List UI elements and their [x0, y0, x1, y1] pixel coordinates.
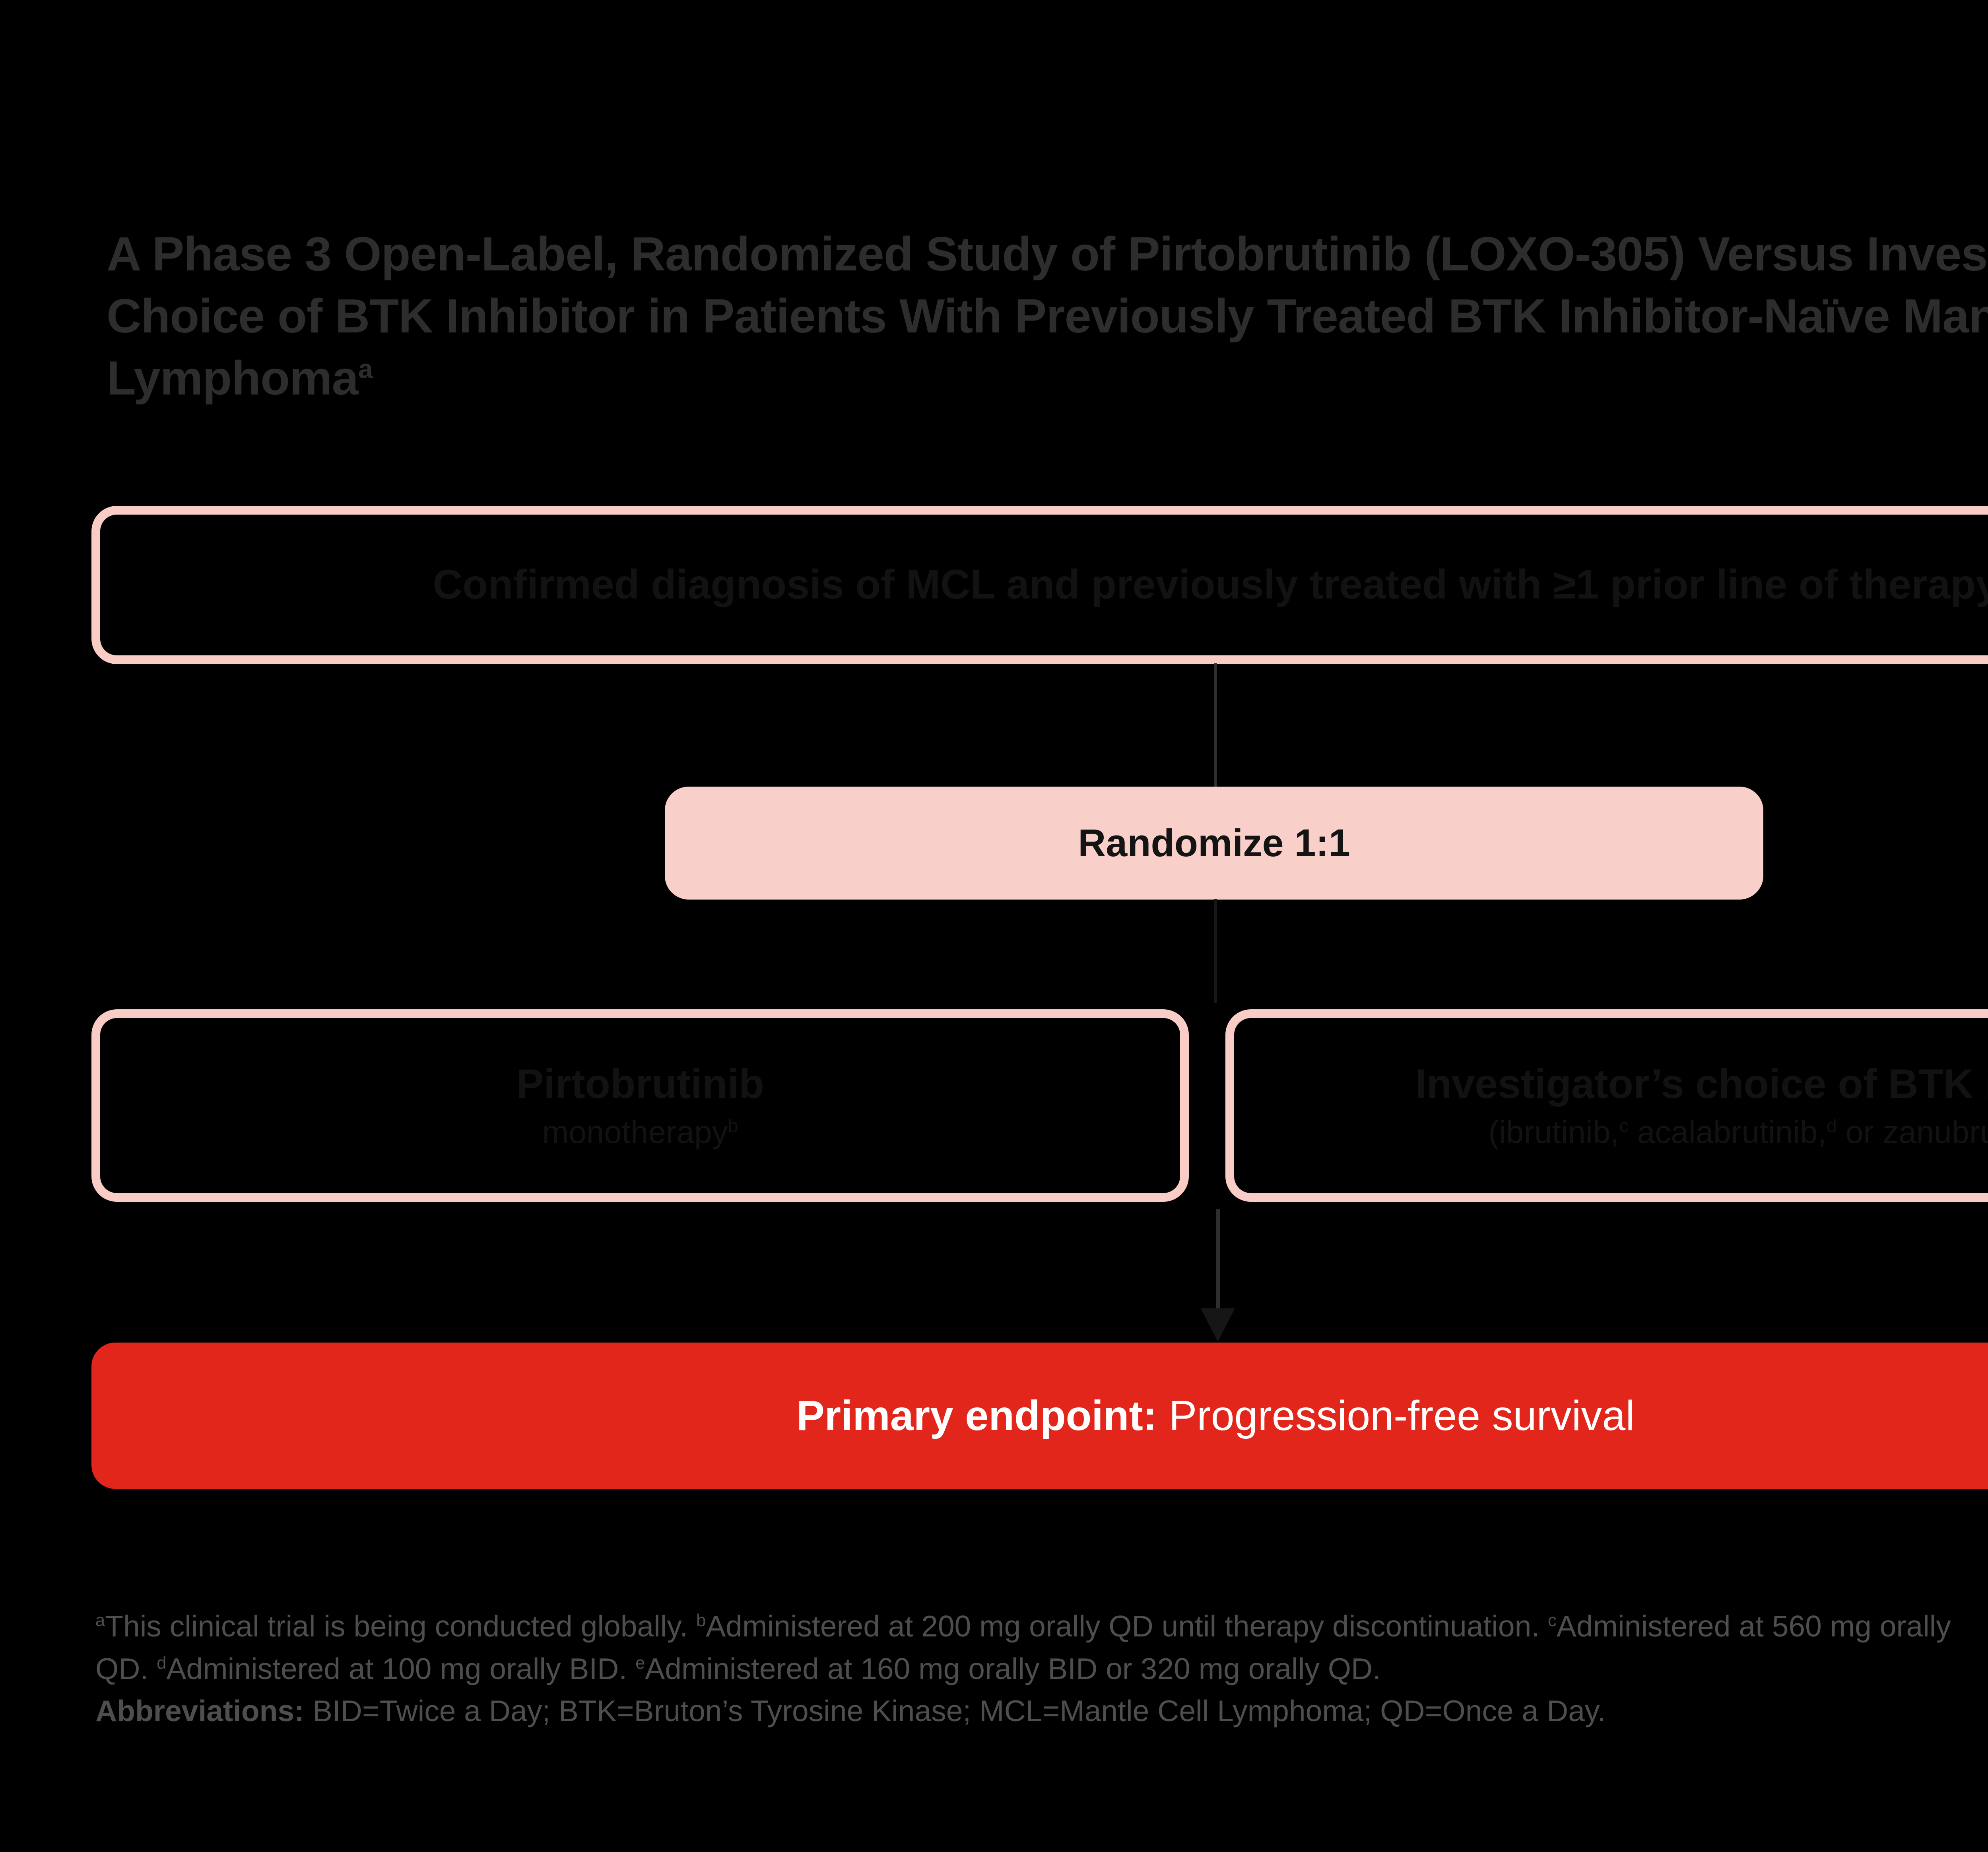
connector-randomize-to-arms [1214, 899, 1217, 1003]
arm-pirtobrutinib-box: Pirtobrutinib monotherapyb [91, 1009, 1189, 1202]
down-arrow-icon [1201, 1308, 1235, 1342]
footnote-abbreviations: Abbreviations: BID=Twice a Day; BTK=Brut… [95, 1694, 1606, 1728]
eligibility-box-label: Confirmed diagnosis of MCL and previousl… [433, 562, 1988, 608]
footnote-line-1: aThis clinical trial is being conducted … [95, 1609, 1951, 1643]
arm-investigator-choice-label-line1: Investigator’s choice of BTK inhibitor [1415, 1061, 1988, 1108]
footnote-line-2: QD. dAdministered at 100 mg orally BID. … [95, 1652, 1381, 1685]
arm-pirtobrutinib-label-line2: monotherapyb [542, 1114, 738, 1150]
primary-endpoint-bar: Primary endpoint: Progression-free survi… [91, 1343, 1988, 1489]
connector-eligibility-to-randomize [1214, 663, 1217, 787]
footnotes: aThis clinical trial is being conducted … [95, 1605, 1988, 1732]
page-title: A Phase 3 Open-Label, Randomized Study o… [107, 227, 1988, 405]
randomize-box: Randomize 1:1 [665, 787, 1763, 900]
eligibility-box: Confirmed diagnosis of MCL and previousl… [91, 506, 1988, 664]
arm-pirtobrutinib-label-line1: Pirtobrutinib [516, 1061, 764, 1108]
primary-endpoint-label-rest: Progression-free survival [1157, 1392, 1635, 1439]
arm-investigator-choice-box: Investigator’s choice of BTK inhibitor (… [1225, 1009, 1988, 1202]
randomize-label: Randomize 1:1 [1078, 821, 1350, 865]
arm-investigator-choice-label-line2: (ibrutinib,c acalabrutinib,d or zanubrut… [1488, 1114, 1988, 1150]
primary-endpoint-label-bold: Primary endpoint: [796, 1392, 1157, 1439]
connector-arms-to-endpoint [1216, 1209, 1220, 1312]
